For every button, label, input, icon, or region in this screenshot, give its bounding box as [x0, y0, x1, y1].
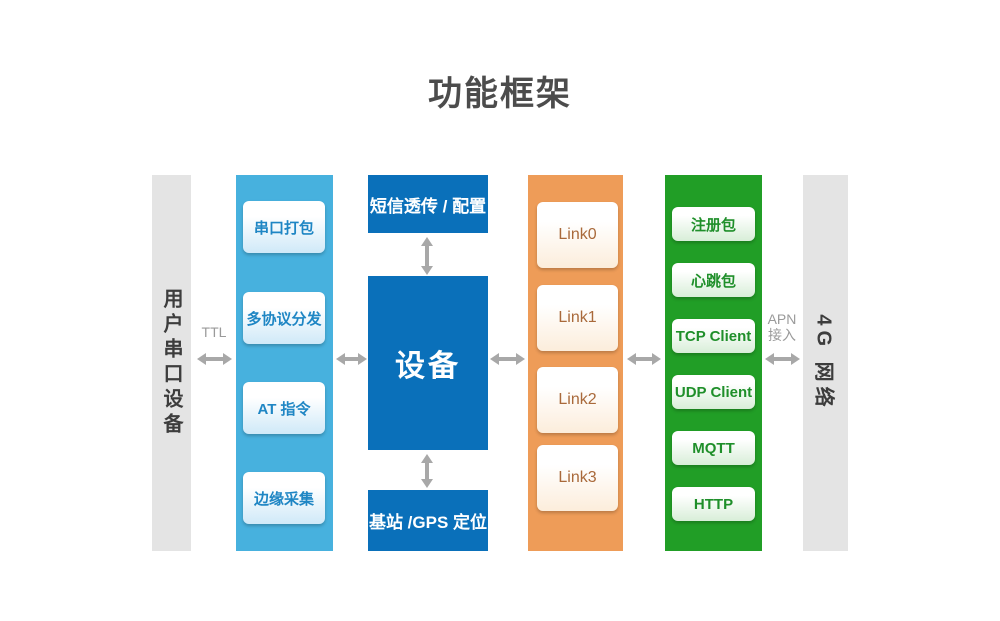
device-box: 设备	[368, 276, 488, 450]
register-packet-box: 注册包	[672, 207, 755, 241]
user-serial-device-bar: 用户串口设备	[152, 175, 191, 551]
ttl-double-arrow-icon	[197, 353, 232, 365]
sms-config-box: 短信透传 / 配置	[368, 175, 488, 233]
http-box: HTTP	[672, 487, 755, 521]
link0-box: Link0	[537, 202, 618, 268]
apn-access-label: APN 接入	[762, 311, 802, 343]
device-bottom-double-arrow-icon	[421, 454, 433, 488]
heartbeat-packet-box: 心跳包	[672, 263, 755, 297]
serial-functions-column: 串口打包 多协议分发 AT 指令 边缘采集	[236, 175, 333, 551]
ttl-label: TTL	[201, 324, 227, 340]
serial-box-multiproto: 多协议分发	[243, 292, 325, 344]
links-protocols-double-arrow-icon	[627, 353, 661, 365]
udp-client-box: UDP Client	[672, 375, 755, 409]
serial-box-edge-collect: 边缘采集	[243, 472, 325, 524]
mqtt-box: MQTT	[672, 431, 755, 465]
tcp-client-box: TCP Client	[672, 319, 755, 353]
core-links-double-arrow-icon	[490, 353, 525, 365]
device-top-double-arrow-icon	[421, 237, 433, 275]
link1-box: Link1	[537, 285, 618, 351]
apn-double-arrow-icon	[765, 353, 800, 365]
page-title: 功能框架	[428, 75, 572, 113]
links-column: Link0 Link1 Link2 Link3	[528, 175, 623, 551]
gps-location-box: 基站 /GPS 定位	[368, 490, 488, 551]
serial-core-double-arrow-icon	[336, 353, 367, 365]
serial-box-packing: 串口打包	[243, 201, 325, 253]
link3-box: Link3	[537, 445, 618, 511]
link2-box: Link2	[537, 367, 618, 433]
apn-label-line2: 接入	[768, 327, 796, 343]
user-serial-device-label: 用户串口设备	[160, 288, 182, 438]
network-4g-bar: 4G 网络	[803, 175, 848, 551]
protocols-column: 注册包 心跳包 TCP Client UDP Client MQTT HTTP	[665, 175, 762, 551]
serial-box-at-command: AT 指令	[243, 382, 325, 434]
network-4g-label: 4G 网络	[812, 314, 834, 412]
apn-label-line1: APN	[767, 311, 797, 327]
